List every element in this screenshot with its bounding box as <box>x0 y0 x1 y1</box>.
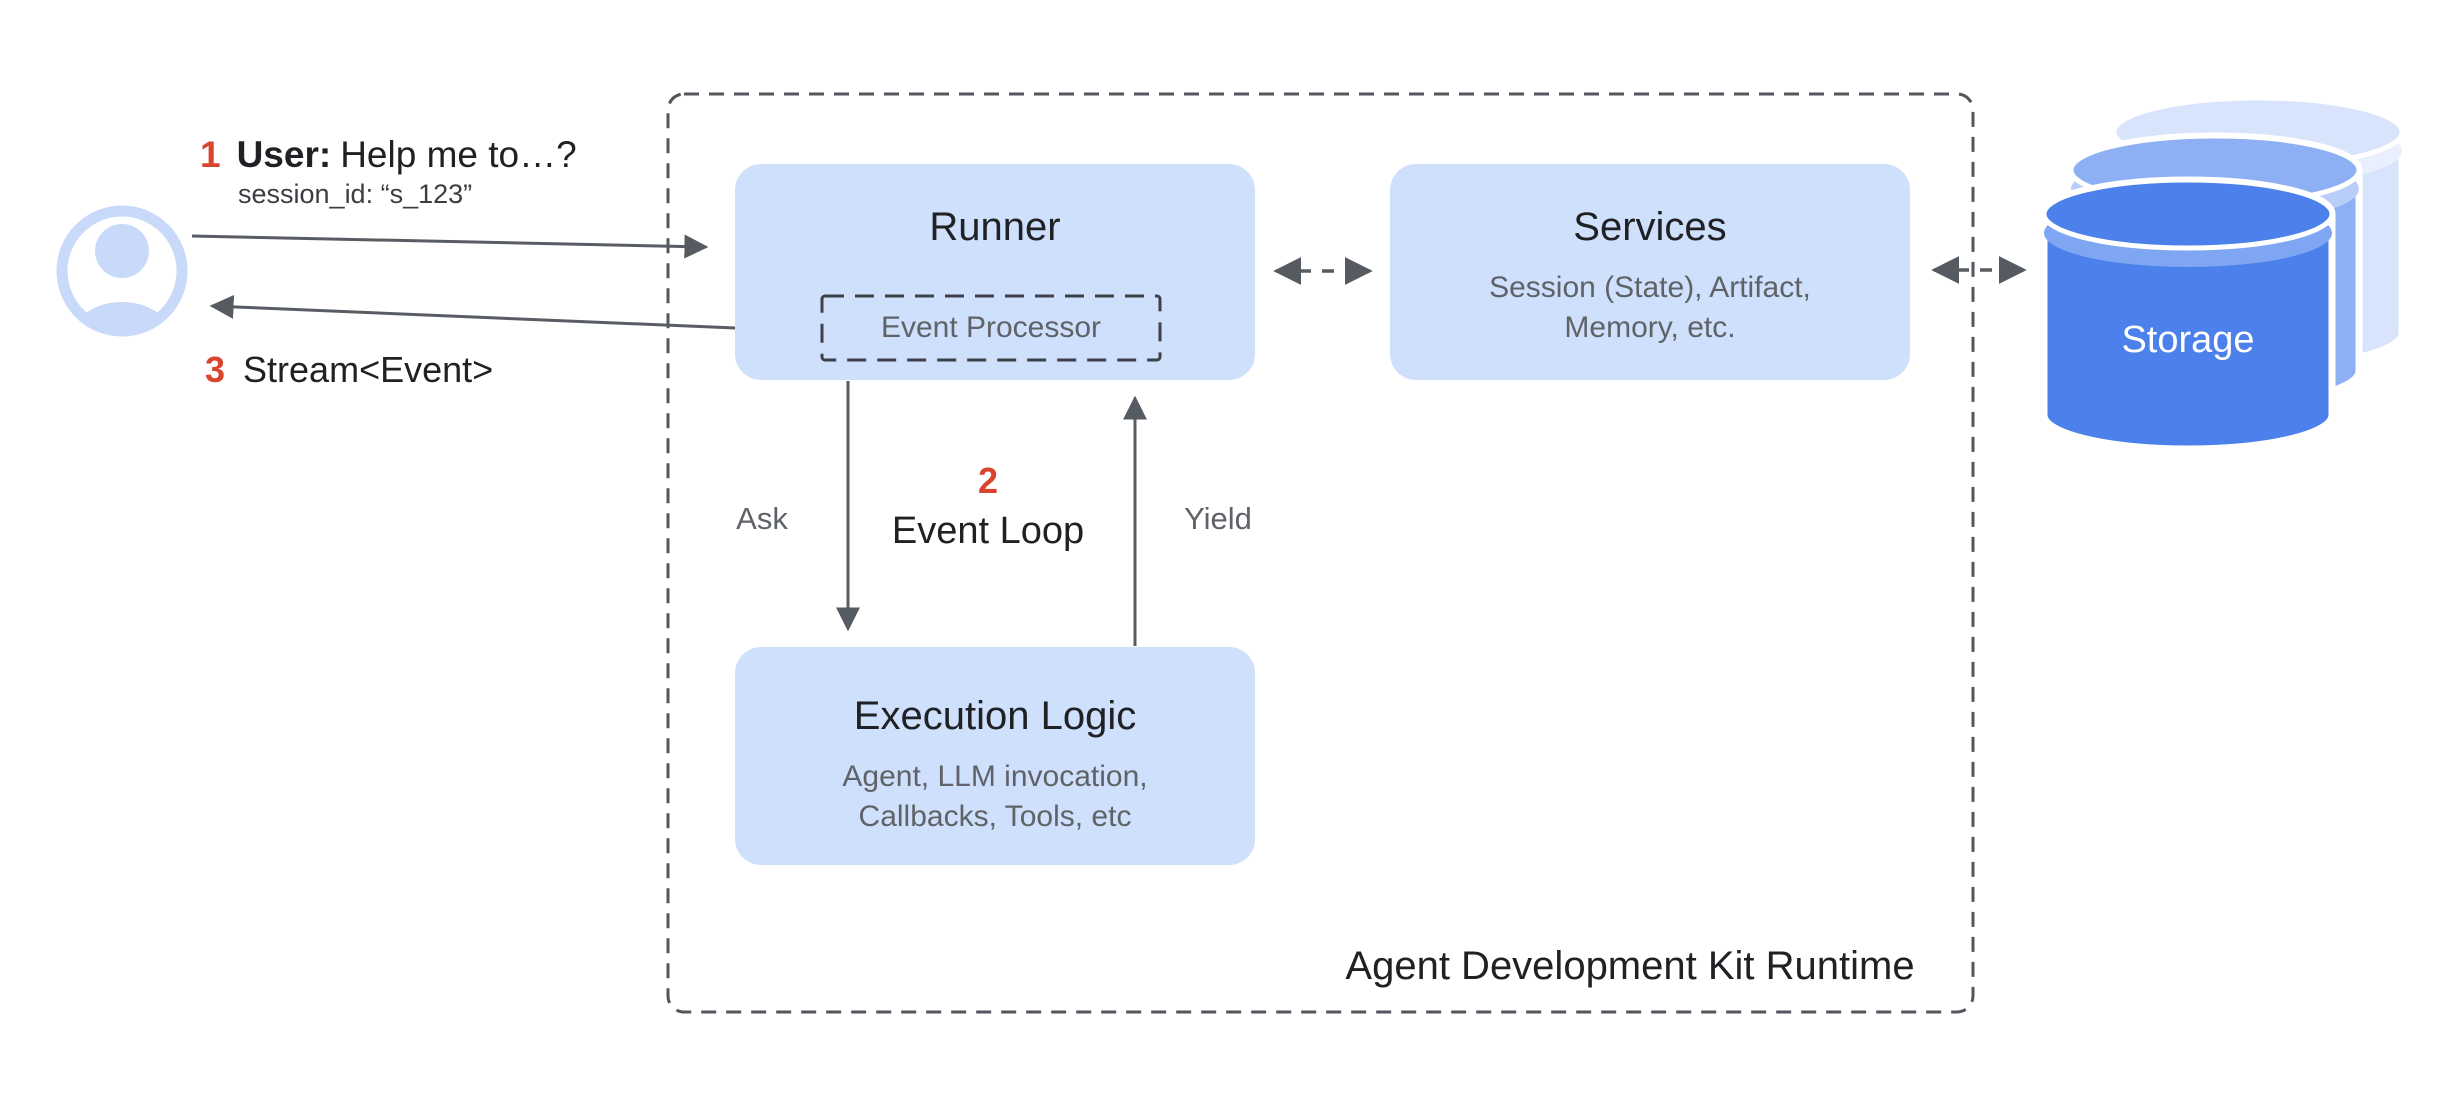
step1-number: 1 <box>200 134 221 175</box>
services-box <box>1390 164 1910 380</box>
runtime-label: Agent Development Kit Runtime <box>1345 944 1915 988</box>
session-id-text: session_id: “s_123” <box>238 179 473 209</box>
execution-logic-box <box>735 647 1255 865</box>
ask-label: Ask <box>736 501 788 536</box>
step1-annotation: 1 User:Help me to…? <box>200 134 577 176</box>
step1-user-label: User: <box>236 134 332 175</box>
step3-annotation: 3 Stream<Event> <box>205 349 493 391</box>
runner-box <box>735 164 1255 380</box>
request-arrow <box>191 234 709 259</box>
response-arrow <box>209 294 736 330</box>
event-loop-number: 2 <box>977 460 999 501</box>
step1-text: Help me to…? <box>340 134 577 175</box>
storage-label: Storage <box>2121 319 2255 361</box>
step3-text: Stream<Event> <box>243 349 494 390</box>
user-avatar-icon <box>56 205 188 337</box>
yield-label: Yield <box>1184 501 1252 536</box>
event-loop-label: Event Loop <box>891 510 1085 552</box>
step3-number: 3 <box>205 349 226 390</box>
storage-database-icon <box>2040 94 2406 453</box>
